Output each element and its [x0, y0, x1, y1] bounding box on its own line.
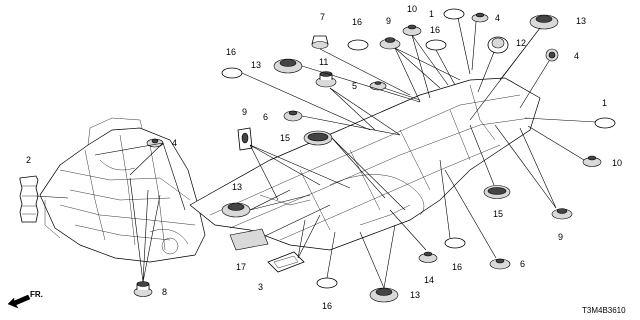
part-4-grommet [545, 48, 559, 62]
part-10-grommet [582, 155, 602, 167]
part-6-grommet [283, 110, 303, 122]
callout-8: 8 [162, 287, 167, 297]
callout-15: 15 [280, 133, 290, 143]
callout-4: 4 [172, 138, 177, 148]
part-15-grommet [483, 185, 511, 199]
callout-1: 1 [602, 98, 607, 108]
callout-3: 3 [258, 282, 263, 292]
front-leader-lines [35, 142, 186, 283]
callout-11: 11 [319, 57, 328, 67]
part-16-pad [316, 277, 338, 289]
part-4-grommet [471, 12, 489, 23]
part-6-grommet [489, 258, 511, 270]
callout-9: 9 [242, 107, 247, 117]
callout-6: 6 [263, 112, 268, 122]
callout-5: 5 [352, 81, 357, 91]
part-11-grommet [315, 71, 337, 88]
part-13-grommet [529, 14, 559, 30]
callout-9: 9 [386, 16, 391, 26]
part-9-grommet [551, 208, 573, 220]
part-8-grommet [133, 281, 153, 297]
part-16-pad [221, 67, 243, 79]
part-4-grommet-front [146, 138, 164, 148]
part-1-pad [443, 8, 465, 20]
callout-14: 14 [424, 275, 434, 285]
callout-15: 15 [493, 209, 503, 219]
callout-17: 17 [236, 262, 246, 272]
part-16-pad [347, 39, 369, 51]
callout-16: 16 [322, 301, 332, 311]
part-16-pad [444, 237, 466, 249]
front-direction-arrow: FR. [7, 290, 43, 309]
callout-2: 2 [26, 155, 31, 165]
callout-12: 12 [516, 38, 526, 48]
callout-7: 7 [320, 12, 325, 22]
callout-4: 4 [495, 13, 500, 23]
part-9-grommet [379, 37, 401, 50]
callout-16: 16 [430, 25, 440, 35]
callout-13: 13 [576, 16, 586, 26]
part-3-plug [267, 251, 305, 273]
part-9-grommet [237, 127, 253, 151]
part-13-grommet [369, 287, 399, 303]
part-14-grommet [418, 251, 438, 263]
front-body-structure [39, 117, 206, 263]
callout-16: 16 [452, 262, 462, 272]
part-7-clip [311, 35, 329, 49]
callout-9: 9 [558, 232, 563, 242]
part-16-pad [425, 39, 447, 51]
callout-6: 6 [520, 259, 525, 269]
callout-1: 1 [429, 9, 434, 19]
diagram-code: T3M4B3610 [582, 306, 626, 315]
part-17-pad [229, 228, 269, 251]
part-13-grommet [221, 202, 251, 218]
front-direction-label: FR. [30, 290, 43, 299]
part-1-pad [594, 117, 616, 129]
part-10-grommet [402, 24, 422, 36]
callout-16: 16 [226, 47, 236, 57]
leader-lines [241, 17, 597, 289]
floor-panel [189, 77, 541, 251]
part-13-grommet [273, 58, 303, 74]
callout-13: 13 [410, 290, 420, 300]
callout-16: 16 [352, 17, 362, 27]
callout-10: 10 [612, 158, 622, 168]
part-15-grommet [303, 130, 333, 146]
callout-13: 13 [232, 182, 242, 192]
part-12-cap [487, 36, 509, 54]
callout-13: 13 [251, 60, 261, 70]
part-5-grommet [369, 81, 387, 91]
part-2-boot [19, 175, 39, 223]
callout-10: 10 [407, 4, 417, 14]
callout-4: 4 [574, 51, 579, 61]
